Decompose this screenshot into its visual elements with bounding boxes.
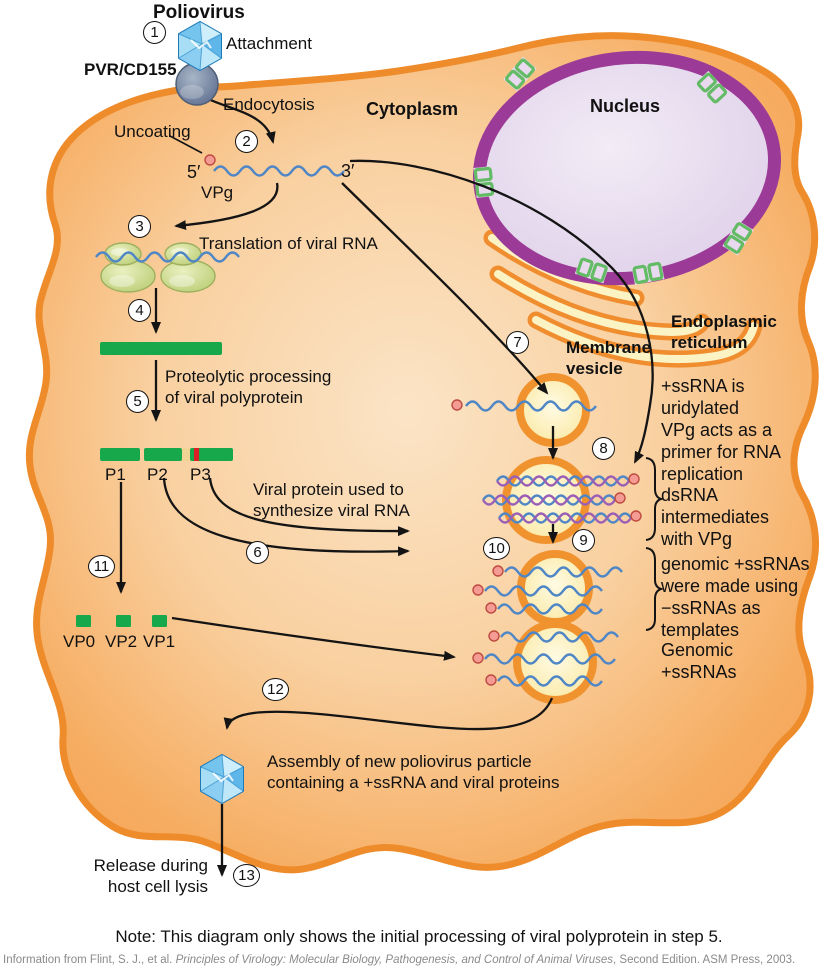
proteolysis-label: Proteolytic processing of viral polyprot… [165,367,332,408]
arrow-step6-from-p2 [162,477,410,557]
step-3-marker: 3 [128,215,151,238]
genomic-made-label: genomic +ssRNAs were made using −ssRNAs … [661,554,810,640]
endocytosis-label: Endocytosis [223,95,315,114]
step-4-marker: 4 [128,299,151,322]
poliovirus-virion-icon [178,21,222,71]
diagram-note: Note: This diagram only shows the initia… [115,927,723,946]
release-label: Release during host cell lysis [93,856,208,897]
step-13-marker: 13 [233,864,260,887]
step-11-marker: 11 [88,555,115,578]
vpg-dot [488,630,500,642]
vp1-label: VP1 [143,632,176,651]
vpg-dot [492,565,504,577]
poliovirus-label: Poliovirus [153,2,245,23]
step-6-marker: 6 [246,541,269,564]
rna-strand [465,400,597,412]
grouping-brackets [645,457,665,631]
vpg-dot [614,492,626,504]
genomic-rna-strands [484,631,619,687]
assembly-label: Assembly of new poliovirus particle cont… [267,752,560,793]
vpg-dot [485,602,497,614]
p2-p3-gap [182,448,190,461]
viral-protein-use-label: Viral protein used to synthesize viral R… [253,480,410,521]
uncoating-label: Uncoating [114,122,191,141]
attachment-label: Attachment [226,34,312,53]
vpg-dot [472,584,484,596]
arrow-step7-to-vesicle [341,182,549,395]
vp0-square [76,615,91,627]
bracket-dsrna [645,457,665,541]
arrow-step12-to-assembly [223,697,554,731]
arrow-vp-to-assembly-vesicle [171,616,456,661]
nucleus-label: Nucleus [590,96,661,116]
p2-label: P2 [147,465,168,484]
er-label: Endoplasmic reticulum [671,312,777,353]
vp2-square [116,615,131,627]
citation-prefix: Information from Flint, S. J., et al. [3,954,176,966]
step-2-marker: 2 [235,130,258,153]
dsrna-intermediates-label: dsRNA intermediates with VPg [661,485,770,549]
vp1-square [152,615,167,627]
p2-segment [144,448,182,461]
membrane-vesicle-label: Membrane vesicle [566,338,652,379]
p3-segment [190,448,233,461]
vpg-dot [472,652,484,664]
vpg-dot [451,399,463,411]
p1-label: P1 [105,465,126,484]
cytoplasm-label: Cytoplasm [366,99,459,119]
arrow-step3-to-translation [174,182,279,231]
vesicle-3 [517,550,593,626]
genomic-rna-strands-new [484,566,623,615]
ssrna-uridylated-label: +ssRNA is uridylated VPg acts as a prime… [661,376,782,484]
rna-genome [213,165,345,177]
vpg-dot [628,473,640,485]
protease-stripe [194,448,199,461]
vpg-dot [630,510,642,522]
capsid-protein-squares [76,615,167,627]
translation-label: Translation of viral RNA [199,234,378,253]
dsrna-strands [482,475,632,524]
step-1-marker: 1 [143,21,166,44]
bracket-genomic [645,547,665,631]
five-prime-label: 5′ [187,162,201,182]
arrow-step8-long-curve [349,159,654,464]
vpg-label: VPg [201,183,234,202]
vpg-dot [204,154,216,166]
vp0-label: VP0 [63,632,96,651]
rna-strand-translation [95,251,240,263]
receptor-label: PVR/CD155 [84,60,177,79]
nuclear-pore-icon [471,164,497,200]
receptor-icon [175,62,219,106]
citation: Information from Flint, S. J., et al. Pr… [3,953,836,967]
p1-segment [100,448,140,461]
p3-label: P3 [190,465,211,484]
three-prime-label: 3′ [341,161,355,181]
vpg-dot [485,674,497,686]
step-9-marker: 9 [572,529,595,552]
step-7-marker: 7 [506,331,529,354]
arrow-step6-from-p3 [208,477,410,537]
step-12-marker: 12 [262,678,289,701]
vp2-label: VP2 [105,632,138,651]
processed-polyprotein-bar [100,448,233,461]
uncoating-pointer-line [169,135,203,154]
step-8-marker: 8 [592,437,615,460]
step-10-marker: 10 [483,537,510,560]
citation-book-title: Principles of Virology: Molecular Biolog… [175,954,614,966]
genomic-ssrna-label: Genomic +ssRNAs [661,640,737,682]
step-5-marker: 5 [126,390,149,413]
polyprotein-bar [100,342,222,355]
citation-suffix: , Second Edition. ASM Press, 2003. [613,954,796,966]
